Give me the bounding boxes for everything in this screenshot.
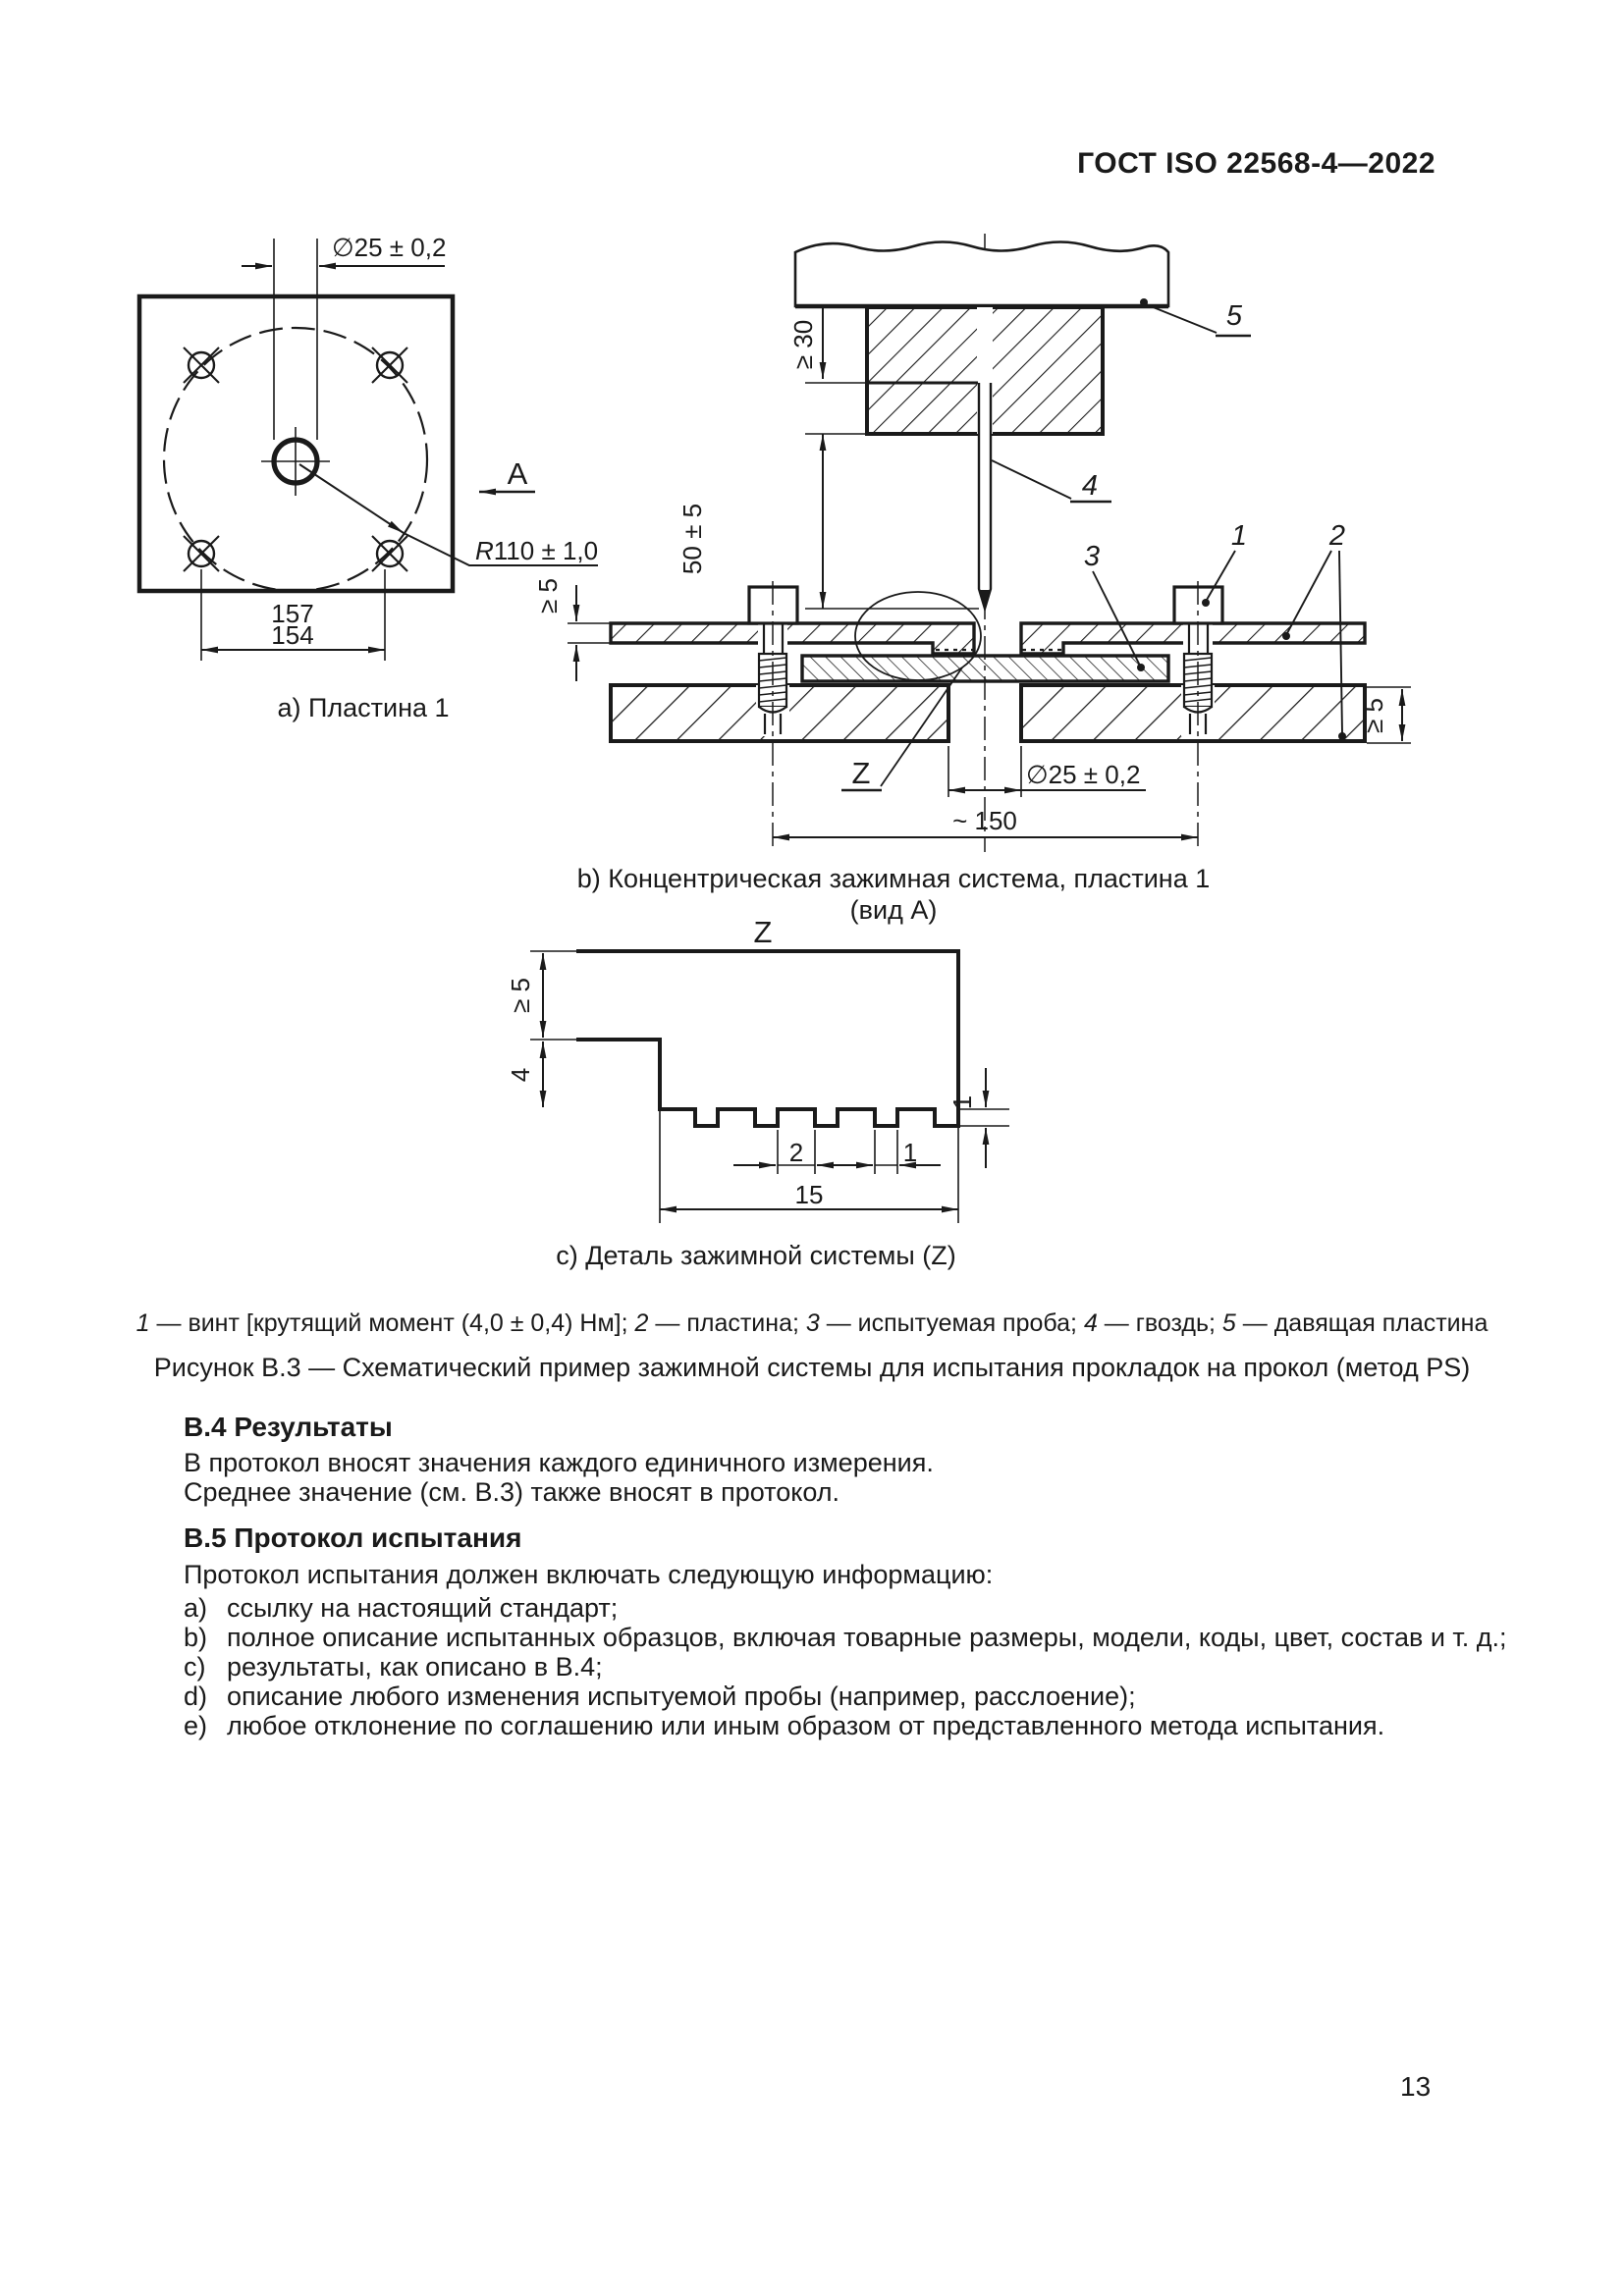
dim-d25b-lines: [947, 746, 1146, 797]
dim-157-154-lines: [200, 569, 386, 661]
lower-plates: [609, 683, 1367, 743]
dim-2-label: 2: [789, 1138, 803, 1167]
bolt-left: [747, 581, 799, 850]
figure-b-drawing: ≥ 30 50 ± 5 ≥ 5 ≥ 5 ∅25 ± 0,2 ~ 150 5 4 …: [533, 234, 1411, 852]
bolt-circle-dashed: [162, 326, 429, 593]
list-item-e: e)любое отклонение по соглашению или ины…: [184, 1711, 1385, 1740]
center-hole-crosshair: [261, 427, 330, 496]
dim-ge5-left-lines: [568, 585, 611, 681]
figure-legend: 1 — винт [крутящий момент (4,0 ± 0,4) Нм…: [95, 1309, 1529, 1338]
nail: [977, 383, 993, 614]
figure-b-caption-view: (вид A): [849, 895, 938, 925]
section-b4-paragraph-2: Среднее значение (см. В.3) также вносят …: [184, 1477, 840, 1507]
dim-150-label: ~ 150: [952, 806, 1017, 835]
legend-item: 3 — испытуемая проба;: [805, 1309, 1084, 1337]
clamp-detail-profile: [576, 949, 960, 1128]
part-3-label: 3: [1084, 541, 1100, 572]
dim-ge5-left-label: ≥ 5: [533, 578, 563, 614]
dim-157-label: 157: [271, 599, 313, 628]
leader-r110: [298, 463, 598, 566]
detail-z-title: Z: [754, 915, 773, 949]
section-b5-heading: В.5 Протокол испытания: [184, 1522, 522, 1553]
dim-1-depth-label: 1: [947, 1095, 977, 1109]
dim-r110-label: R110 ± 1,0: [475, 536, 598, 565]
list-item-b: b)полное описание испытанных образцов, в…: [184, 1623, 1507, 1652]
figure-c-caption: c) Деталь зажимной системы (Z): [556, 1241, 956, 1270]
legend-item: 1 — винт [крутящий момент (4,0 ± 0,4) Нм…: [135, 1309, 635, 1337]
list-item-c: c)результаты, как описано в В.4;: [184, 1652, 603, 1682]
list-item-d: d)описание любого изменения испытуемой п…: [184, 1682, 1136, 1711]
figure-b3-caption: Рисунок В.3 — Схематический пример зажим…: [153, 1353, 1471, 1382]
dim-ge30-label: ≥ 30: [788, 320, 818, 369]
view-a-label: A: [508, 456, 528, 491]
dim-ge5-right-label: ≥ 5: [1359, 698, 1388, 733]
part-leaders: [991, 298, 1346, 740]
page-number: 13: [1400, 2071, 1432, 2102]
dim-50-label: 50 ± 5: [677, 504, 707, 574]
pressure-plate: [793, 240, 1170, 309]
bolt-right: [1172, 581, 1224, 850]
page-header-title: ГОСТ ISO 22568-4—2022: [1077, 147, 1435, 180]
legend-item: 2 — пластина;: [634, 1309, 806, 1337]
part-5-label: 5: [1226, 300, 1243, 332]
legend-item: 4 — гвоздь;: [1083, 1309, 1222, 1337]
test-specimen: [800, 654, 1170, 683]
part-2-label: 2: [1328, 520, 1345, 552]
section-b4-paragraph-1: В протокол вносят значения каждого едини…: [184, 1448, 934, 1477]
figure-a-drawing: ∅25 ± 0,2 R110 ± 1,0 157 154 A: [136, 233, 598, 661]
dim-d25b-label: ∅25 ± 0,2: [1026, 760, 1140, 789]
figure-a-caption: a) Пластина 1: [277, 693, 450, 722]
section-b5-intro: Протокол испытания должен включать следу…: [184, 1560, 994, 1589]
dim-1-width-label: 1: [903, 1138, 917, 1167]
dim-15-label: 15: [795, 1180, 824, 1209]
detail-z-leader: [841, 667, 963, 792]
dim-arrows: [539, 953, 990, 1213]
part-1-label: 1: [1231, 520, 1247, 552]
dim-4-label: 4: [506, 1068, 535, 1082]
figure-c-drawing: Z ≥ 5 4 1 2 1 15: [506, 915, 1009, 1223]
dim-extension-lines: [530, 950, 1009, 1223]
legend-item: 5 — давящая пластина: [1221, 1309, 1489, 1337]
list-item-a: a)ссылку на настоящий стандарт;: [184, 1593, 619, 1623]
figure-b-caption: b) Концентрическая зажимная система, пла…: [576, 864, 1211, 893]
dim-d25-lines: [242, 239, 445, 440]
dim-ge5-right-lines: [1367, 686, 1411, 744]
upper-plates: [609, 621, 1367, 656]
part-4-label: 4: [1082, 470, 1098, 502]
dim-154-label: 154: [271, 620, 313, 650]
detail-z-ellipse: [854, 591, 982, 681]
section-b4-heading: В.4 Результаты: [184, 1412, 393, 1442]
dim-ge5c-label: ≥ 5: [506, 978, 535, 1013]
screw-holes: [183, 347, 408, 572]
dim-d25-label: ∅25 ± 0,2: [332, 233, 446, 262]
detail-z-label: Z: [852, 756, 871, 790]
dim-ge30-50-lines: [805, 308, 979, 610]
